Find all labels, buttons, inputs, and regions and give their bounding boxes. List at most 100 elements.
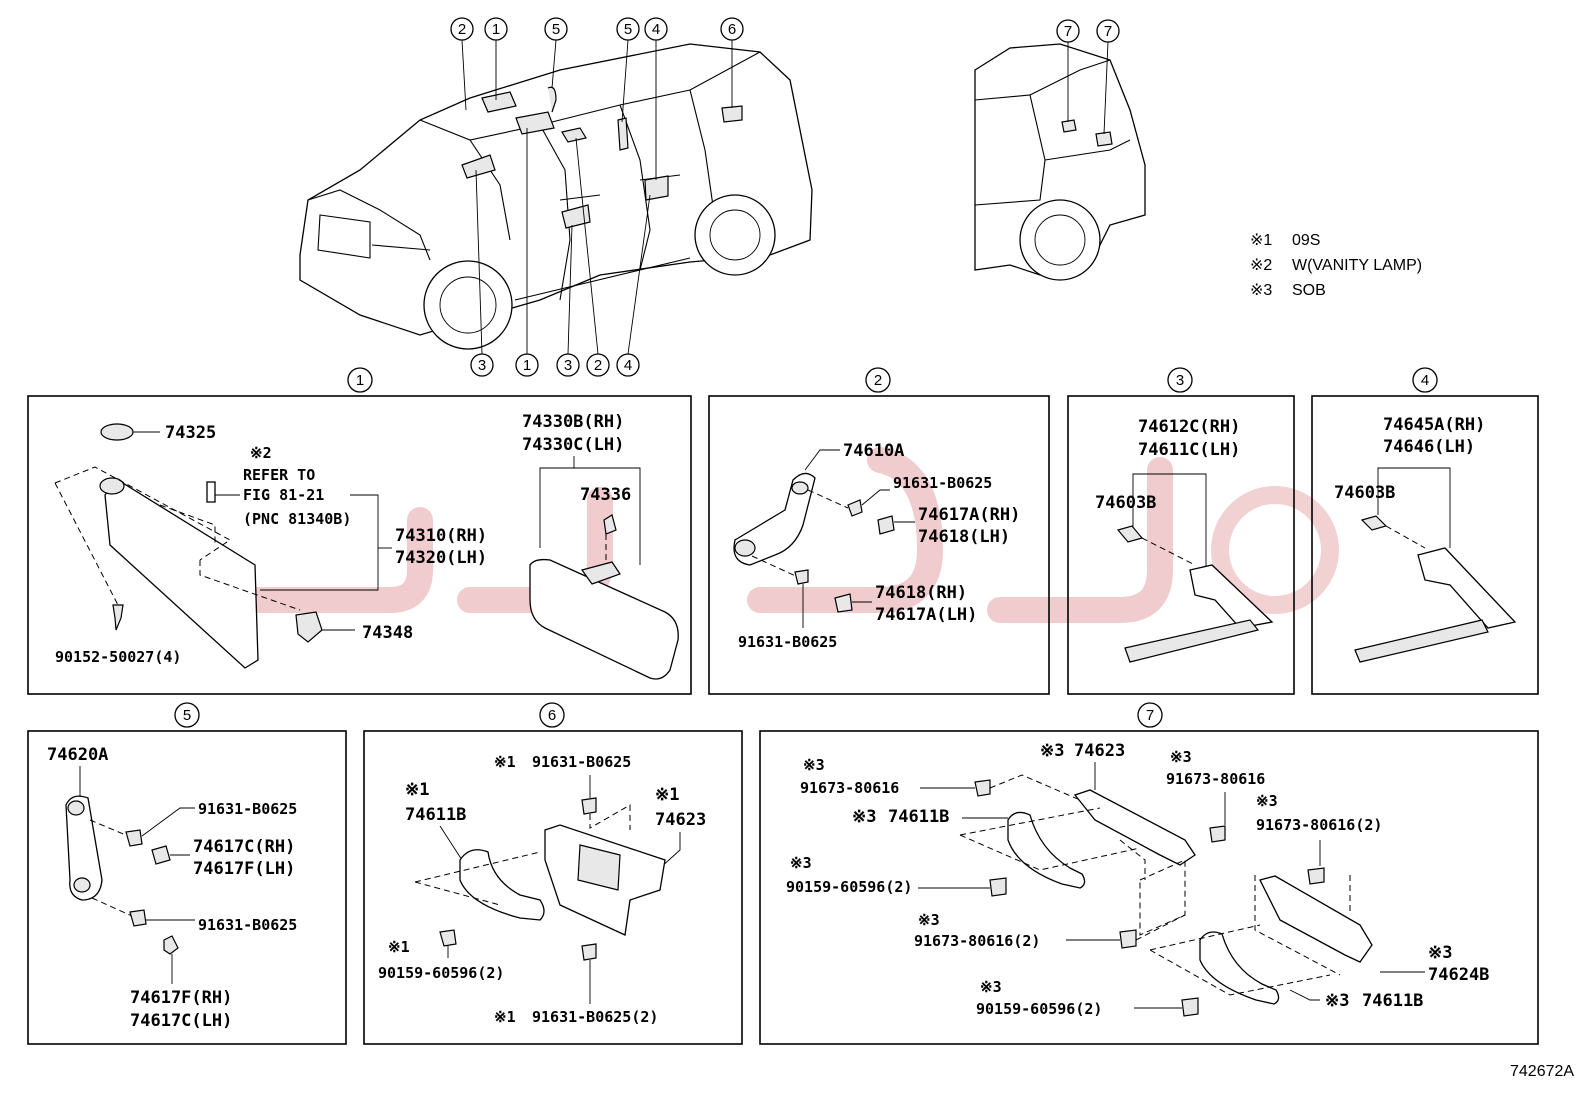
callout-bubble: 6 — [720, 17, 744, 108]
note-mark: ※1 — [1250, 232, 1272, 249]
part-label: ※3 — [1170, 748, 1192, 766]
part-label: 2 — [458, 21, 466, 38]
part-label: 74330C(LH) — [522, 435, 624, 455]
note-text: SOB — [1292, 282, 1326, 299]
part-label: ※1 — [405, 780, 429, 800]
part-label: ※2 — [250, 444, 272, 462]
part-label: 74617F(LH) — [193, 859, 295, 879]
vehicle-rear-view — [974, 43, 1146, 281]
part-label: 7 — [1064, 23, 1072, 40]
callout-bubble: 1 — [515, 128, 539, 377]
part-label: 74617A(RH) — [918, 505, 1020, 525]
part-label: ※3 — [980, 978, 1002, 996]
part-label: 74611B — [405, 805, 466, 825]
part-label: 91673-80616 — [800, 779, 899, 797]
part-label: 3 — [564, 357, 572, 374]
part-label: 74617A(LH) — [875, 605, 977, 625]
part-label: 74618(LH) — [918, 527, 1010, 547]
part-label: 74620A — [47, 745, 108, 765]
callout-bubble: 7 — [1096, 19, 1120, 135]
part-label: 74310(RH) — [395, 526, 487, 546]
panel-1-sun-visor: 1 74325 ※2 REFER TO FIG 81-21 (PNC 81340… — [27, 367, 692, 695]
part-label: 2 — [594, 357, 602, 374]
callout-bubble: 4 — [644, 17, 668, 180]
callout-bubble: 7 — [1056, 19, 1080, 122]
part-label: 74611B — [1362, 991, 1423, 1011]
note-text: 09S — [1292, 232, 1320, 249]
callout-bubble: 1 — [484, 17, 508, 100]
part-label: 91631-B0625(2) — [532, 1008, 658, 1026]
panel-4-assist-grip: 4 74645A(RH) 74646(LH) 74603B — [1311, 367, 1539, 695]
part-label: 91631-B0625 — [738, 633, 837, 651]
part-label: 74646(LH) — [1383, 437, 1475, 457]
part-label: 91673-80616(2) — [914, 932, 1040, 950]
panel-7-rear-assist-grip: 7 ※3 91673-80616 ※3 74623 ※3 91673-80616… — [759, 702, 1539, 1045]
part-label: 74623 — [1074, 741, 1125, 761]
part-label: 7 — [1104, 23, 1112, 40]
panel-6-assist-grip-bracket: 6 ※1 74611B ※1 91631-B0625 ※1 74623 ※1 9… — [363, 702, 743, 1045]
part-label: 74348 — [362, 623, 413, 643]
callout-bubble: 2 — [575, 137, 610, 377]
part-label: 90152-50027(4) — [55, 648, 181, 666]
part-label: 3 — [478, 357, 486, 374]
part-label: 74618(RH) — [875, 583, 967, 603]
part-label: ※3 — [1256, 792, 1278, 810]
part-label: 74617F(RH) — [130, 988, 232, 1008]
panel-5-assist-grip: 5 74620A 91631-B0625 74617C(RH) 74617F(L… — [27, 702, 347, 1045]
part-label: 74320(LH) — [395, 548, 487, 568]
part-label: ※3 — [852, 807, 876, 827]
part-label: (PNC 81340B) — [243, 510, 351, 528]
panel-number: 2 — [874, 372, 882, 389]
callout-bubble: 3 — [470, 169, 494, 377]
callout-bubble: 2 — [450, 17, 474, 111]
part-label: 91673-80616(2) — [1256, 816, 1382, 834]
part-label: FIG 81-21 — [243, 486, 324, 504]
part-label: ※3 — [803, 756, 825, 774]
part-label: ※1 — [494, 1008, 516, 1026]
part-label: 74611C(LH) — [1138, 440, 1240, 460]
part-label: 74603B — [1095, 493, 1156, 513]
part-label: REFER TO — [243, 466, 315, 484]
part-label: ※1 — [388, 938, 410, 956]
part-label: 5 — [624, 21, 632, 38]
part-label: 6 — [728, 21, 736, 38]
part-label: ※1 — [655, 785, 679, 805]
panel-2-assist-grip: 2 74610A 91631-B0625 74617A(RH) 74618(LH… — [708, 367, 1050, 695]
part-label: 91631-B0625 — [532, 753, 631, 771]
callout-bubble: 5 — [616, 17, 640, 123]
part-label: 1 — [492, 21, 500, 38]
note-text: W(VANITY LAMP) — [1292, 257, 1422, 274]
part-label: 4 — [652, 21, 660, 38]
label-74325: 74325 — [165, 423, 216, 443]
part-label: 74610A — [843, 441, 904, 461]
panel-number: 6 — [548, 707, 556, 724]
callout-bubble: 5 — [544, 17, 568, 89]
part-label: 74645A(RH) — [1383, 415, 1485, 435]
note-mark: ※3 — [1250, 282, 1272, 299]
vehicle-front-view — [299, 43, 813, 350]
part-label: 1 — [523, 357, 531, 374]
part-label: ※1 — [494, 753, 516, 771]
part-label: 90159-60596(2) — [378, 964, 504, 982]
panel-number: 4 — [1421, 372, 1429, 389]
part-label: 74624B — [1428, 965, 1489, 985]
part-label: 74603B — [1334, 483, 1395, 503]
part-label: 74617C(RH) — [193, 837, 295, 857]
locator-callouts-rear: 7 7 — [1056, 19, 1120, 135]
callout-bubble: 3 — [556, 224, 580, 377]
part-label: 90159-60596(2) — [976, 1000, 1102, 1018]
note-mark: ※2 — [1250, 257, 1272, 274]
locator-callouts-front: 2 1 5 5 4 6 3 1 — [450, 17, 744, 377]
callout-bubble: 4 — [616, 194, 651, 377]
part-label: 74623 — [655, 810, 706, 830]
part-label: 74336 — [580, 485, 631, 505]
panel-number: 7 — [1146, 707, 1154, 724]
part-label: 90159-60596(2) — [786, 878, 912, 896]
notes-legend: ※1 09S ※2 W(VANITY LAMP) ※3 SOB — [1250, 232, 1422, 299]
part-label: ※3 — [1325, 991, 1349, 1011]
part-label: 74612C(RH) — [1138, 417, 1240, 437]
part-label: 74617C(LH) — [130, 1011, 232, 1031]
panel-number: 5 — [183, 707, 191, 724]
part-label: 91631-B0625 — [198, 916, 297, 934]
